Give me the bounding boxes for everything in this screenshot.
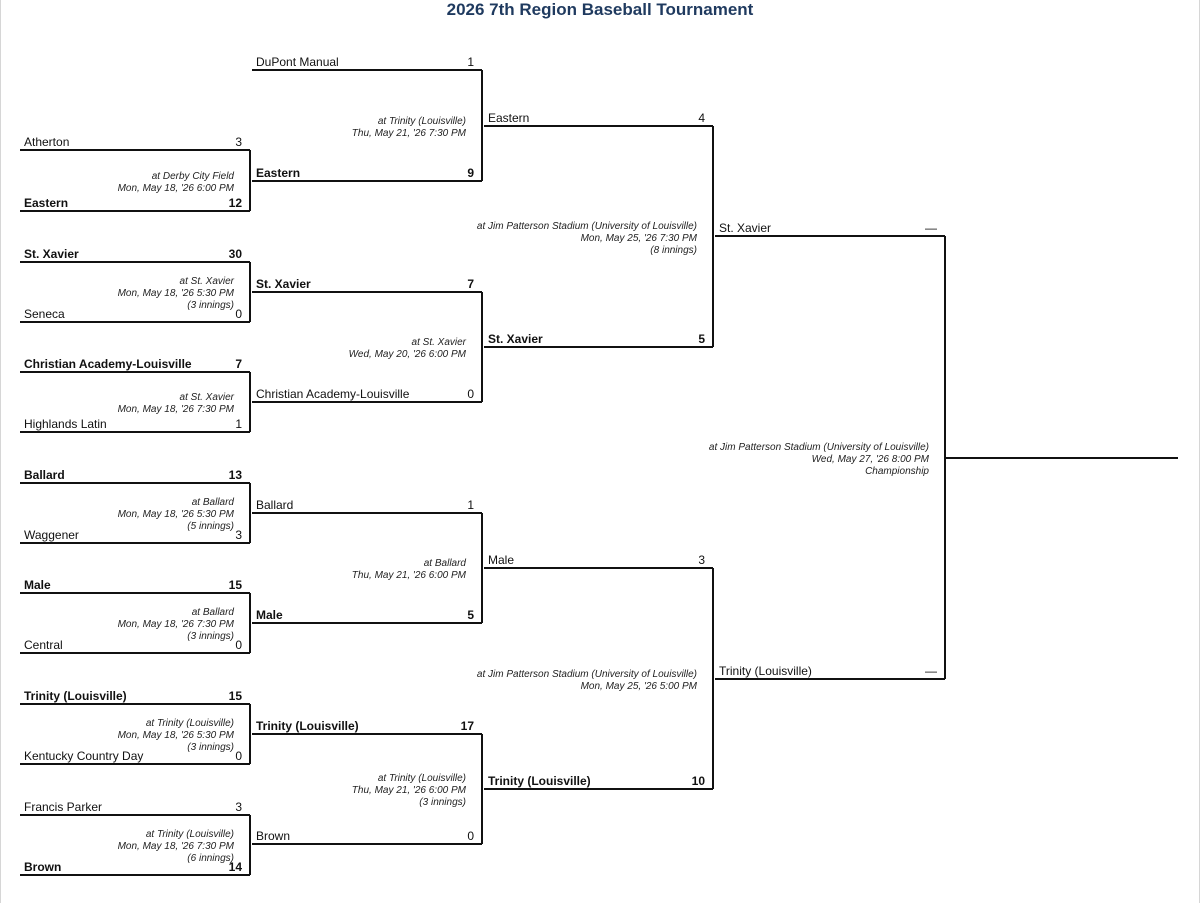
team-name: Brown xyxy=(256,829,291,843)
game-info: Wed, May 27, '26 8:00 PM xyxy=(811,453,929,465)
team-score: 3 xyxy=(235,528,242,542)
team-score: 14 xyxy=(228,860,242,874)
team-score: 7 xyxy=(467,277,474,291)
team-score: 5 xyxy=(698,332,705,346)
game-info: at St. Xavier xyxy=(411,337,466,348)
team-name: Christian Academy-Louisville xyxy=(256,387,410,401)
team-name: DuPont Manual xyxy=(256,55,339,69)
game-info: at Trinity (Louisville) xyxy=(145,829,234,840)
team-name: Male xyxy=(24,578,51,592)
game-info: at Trinity (Louisville) xyxy=(145,718,234,729)
game-info: Mon, May 18, '26 7:30 PM xyxy=(117,841,234,852)
team-name: Atherton xyxy=(24,135,70,149)
team-score: 4 xyxy=(698,111,705,125)
team-score: 1 xyxy=(467,55,474,69)
game-info: at Ballard xyxy=(423,558,466,569)
team-score: 12 xyxy=(228,196,242,210)
team-name: Trinity (Louisville) xyxy=(24,689,127,703)
game-info: Mon, May 18, '26 6:00 PM xyxy=(117,182,234,194)
game-info: at Trinity (Louisville) xyxy=(377,773,466,784)
team-name: Trinity (Louisville) xyxy=(256,719,359,733)
game-info: at Jim Patterson Stadium (University of … xyxy=(476,668,697,680)
game-info: (6 innings) xyxy=(187,853,234,864)
team-name: Trinity (Louisville) xyxy=(488,774,591,788)
game-info: at Derby City Field xyxy=(151,170,234,182)
team-score: 3 xyxy=(235,135,242,149)
team-score: 5 xyxy=(467,608,474,622)
game-info: Mon, May 18, '26 5:30 PM xyxy=(117,288,234,299)
game-info: at Jim Patterson Stadium (University of … xyxy=(708,441,929,453)
team-score: 1 xyxy=(467,498,474,512)
game-info: at Trinity (Louisville) xyxy=(377,115,466,127)
game-info: at St. Xavier xyxy=(179,392,234,403)
game-info: Mon, May 18, '26 5:30 PM xyxy=(117,730,234,741)
team-name: Francis Parker xyxy=(24,800,103,814)
team-name: Ballard xyxy=(24,468,65,482)
team-score: 0 xyxy=(467,829,474,843)
game-info: Mon, May 25, '26 7:30 PM xyxy=(580,232,697,244)
team-score: 15 xyxy=(228,578,242,592)
team-name: Ballard xyxy=(256,498,294,512)
team-score: 0 xyxy=(467,387,474,401)
team-name: Kentucky Country Day xyxy=(24,749,144,763)
team-score: 3 xyxy=(235,800,242,814)
team-score: 9 xyxy=(467,166,474,180)
game-info: (3 innings) xyxy=(419,797,466,808)
team-name: Christian Academy-Louisville xyxy=(24,357,192,371)
game-info: (3 innings) xyxy=(187,631,234,642)
game-info: at Ballard xyxy=(191,607,234,618)
game-info: Mon, May 25, '26 5:00 PM xyxy=(580,680,697,692)
game-info: (5 innings) xyxy=(187,521,234,532)
team-name: St. Xavier xyxy=(719,221,772,235)
game-info: (3 innings) xyxy=(187,300,234,311)
team-name: Waggener xyxy=(24,528,79,542)
game-info: Thu, May 21, '26 6:00 PM xyxy=(351,570,466,581)
game-info: Mon, May 18, '26 7:30 PM xyxy=(117,404,234,415)
team-score: 10 xyxy=(691,774,705,788)
team-score: — xyxy=(925,221,937,235)
game-info: (3 innings) xyxy=(187,742,234,753)
team-name: Central xyxy=(24,638,63,652)
team-score: 13 xyxy=(228,468,242,482)
team-name: St. Xavier xyxy=(24,247,79,261)
team-score: 15 xyxy=(228,689,242,703)
game-info: Thu, May 21, '26 6:00 PM xyxy=(351,785,466,796)
team-score: 0 xyxy=(235,749,242,763)
team-name: Male xyxy=(256,608,283,622)
team-score: 17 xyxy=(460,719,474,733)
page-title: 2026 7th Region Baseball Tournament xyxy=(446,0,754,19)
game-info: Mon, May 18, '26 5:30 PM xyxy=(117,509,234,520)
team-name: Eastern xyxy=(488,111,530,125)
team-score: 30 xyxy=(228,247,242,261)
game-info: Thu, May 21, '26 7:30 PM xyxy=(351,127,466,139)
team-score: — xyxy=(925,664,937,678)
team-score: 7 xyxy=(235,357,242,371)
team-score: 1 xyxy=(235,417,242,431)
game-info: Championship xyxy=(865,465,929,477)
game-info: (8 innings) xyxy=(650,244,697,256)
game-info: at St. Xavier xyxy=(179,276,234,287)
team-name: Highlands Latin xyxy=(24,417,107,431)
team-name: St. Xavier xyxy=(488,332,543,346)
game-info: Wed, May 20, '26 6:00 PM xyxy=(348,349,466,360)
team-score: 0 xyxy=(235,638,242,652)
team-name: Male xyxy=(488,553,515,567)
team-score: 0 xyxy=(235,307,242,321)
team-name: Trinity (Louisville) xyxy=(719,664,812,678)
team-name: Brown xyxy=(24,860,62,874)
team-name: Seneca xyxy=(24,307,65,321)
game-info: at Ballard xyxy=(191,497,234,508)
team-score: 3 xyxy=(698,553,705,567)
game-info: Mon, May 18, '26 7:30 PM xyxy=(117,619,234,630)
team-name: Eastern xyxy=(256,166,301,180)
team-name: Eastern xyxy=(24,196,69,210)
game-info: at Jim Patterson Stadium (University of … xyxy=(476,220,697,232)
team-name: St. Xavier xyxy=(256,277,311,291)
